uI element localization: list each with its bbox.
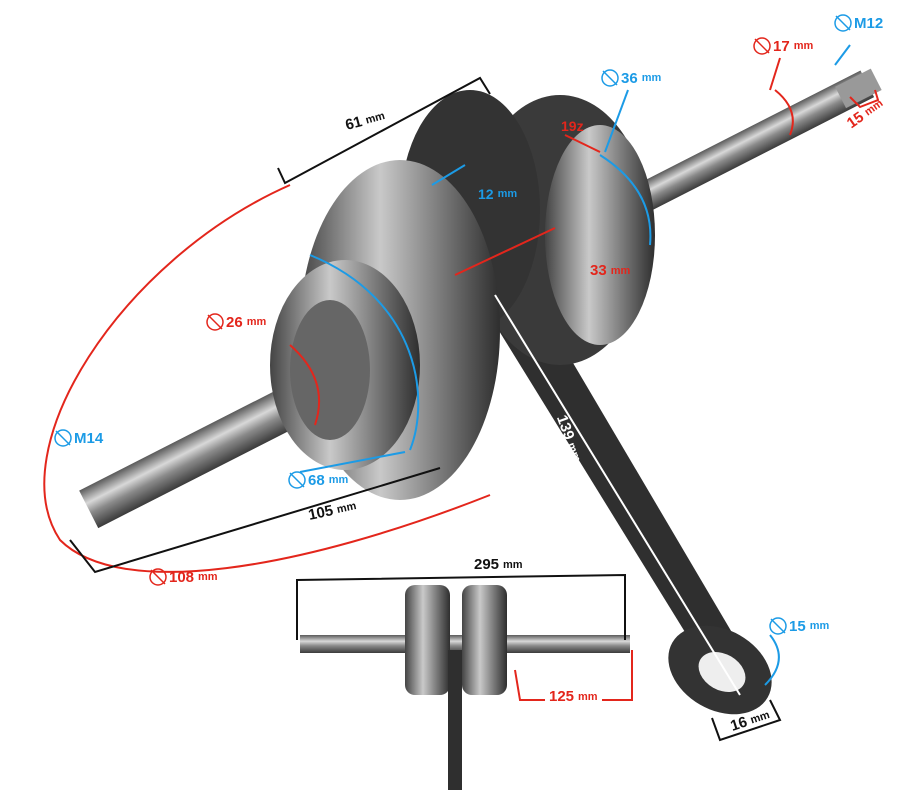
unit: mm — [198, 571, 218, 583]
value: 17 — [773, 37, 790, 55]
label-thread-m12: M12 — [833, 13, 883, 33]
unit: mm — [793, 40, 814, 52]
value: 125 — [549, 688, 575, 705]
diameter-icon — [753, 37, 771, 55]
right-shaft — [593, 68, 882, 234]
value: 33 — [590, 262, 607, 279]
unit: mm — [364, 109, 387, 127]
label-teeth: 19z — [561, 118, 584, 134]
value: 26 — [226, 313, 243, 331]
unit: mm — [328, 474, 349, 486]
unit: mm — [503, 558, 523, 571]
value: 36 — [621, 69, 638, 87]
unit: mm — [748, 708, 772, 727]
unit: mm — [565, 440, 584, 464]
diameter-icon — [769, 617, 787, 635]
diameter-icon — [206, 313, 224, 331]
value: 68 — [308, 471, 325, 489]
unit: mm — [335, 499, 358, 516]
overview-crankshaft — [300, 585, 630, 790]
connecting-rod — [480, 290, 772, 715]
value: 12 — [478, 186, 494, 202]
value: 108 — [169, 568, 195, 586]
diameter-icon — [54, 429, 72, 447]
value: 19z — [561, 118, 584, 134]
unit: mm — [578, 690, 598, 703]
unit: mm — [610, 264, 631, 277]
diameter-icon — [288, 471, 306, 489]
diameter-icon — [149, 568, 167, 586]
unit: mm — [246, 316, 267, 328]
diameter-icon — [834, 14, 852, 32]
value: M12 — [854, 14, 884, 32]
diameter-icon — [601, 69, 619, 87]
unit: mm — [641, 72, 662, 84]
value: 295 — [474, 556, 500, 573]
value: M14 — [74, 429, 104, 447]
label-thread-m14: M14 — [53, 428, 103, 448]
unit: mm — [497, 188, 518, 200]
value: 15 — [789, 617, 806, 635]
unit: mm — [809, 620, 830, 632]
rear-bearing — [545, 125, 655, 345]
